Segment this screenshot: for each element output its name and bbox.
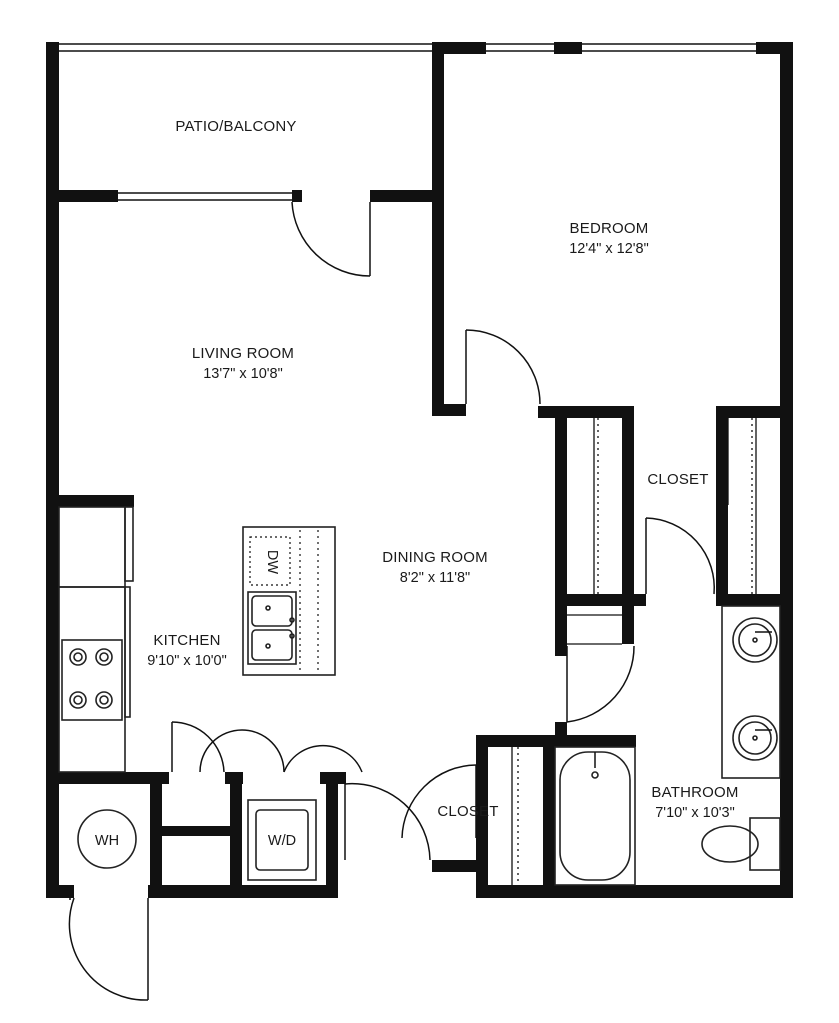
room-label-dining: DINING ROOM [382,549,488,566]
washer-dryer-icon [247,799,317,881]
bathtub-icon [554,746,636,886]
room-label-patio: PATIO/BALCONY [175,118,296,135]
kitchen-island [242,526,336,676]
room-label-living: LIVING ROOM [192,345,294,362]
room-label-bedroom: BEDROOM [570,220,649,237]
kitchen-counters [58,506,134,773]
room-label-kitchen: KITCHEN [153,632,220,649]
room-dims-living: 13'7" x 10'8" [203,366,283,382]
room-dims-bathroom: 7'10" x 10'3" [655,805,735,821]
toilet-icon [701,817,781,871]
bathroom-sink-icon [732,617,778,663]
room-dims-bedroom: 12'4" x 12'8" [569,241,649,257]
sink-icon [247,591,297,665]
room-label-closet-bedroom: CLOSET [647,471,708,488]
washer-dryer-label: W/D [268,833,296,849]
bathroom-sink-icon [732,715,778,761]
water-heater-icon [77,809,137,869]
closet-shelving [511,418,757,885]
water-heater-label: WH [95,833,119,849]
room-dims-dining: 8'2" x 11'8" [400,570,470,586]
room-dims-kitchen: 9'10" x 10'0" [147,653,227,669]
interior-walls [59,42,793,898]
dishwasher-label: DW [264,550,280,574]
room-label-bathroom: BATHROOM [651,784,738,801]
windows [59,43,756,201]
range-stove-icon [61,639,123,721]
room-label-closet-hall: CLOSET [437,803,498,820]
vanity-counter [721,605,781,779]
doors [68,201,716,1001]
exterior-walls [46,42,793,898]
